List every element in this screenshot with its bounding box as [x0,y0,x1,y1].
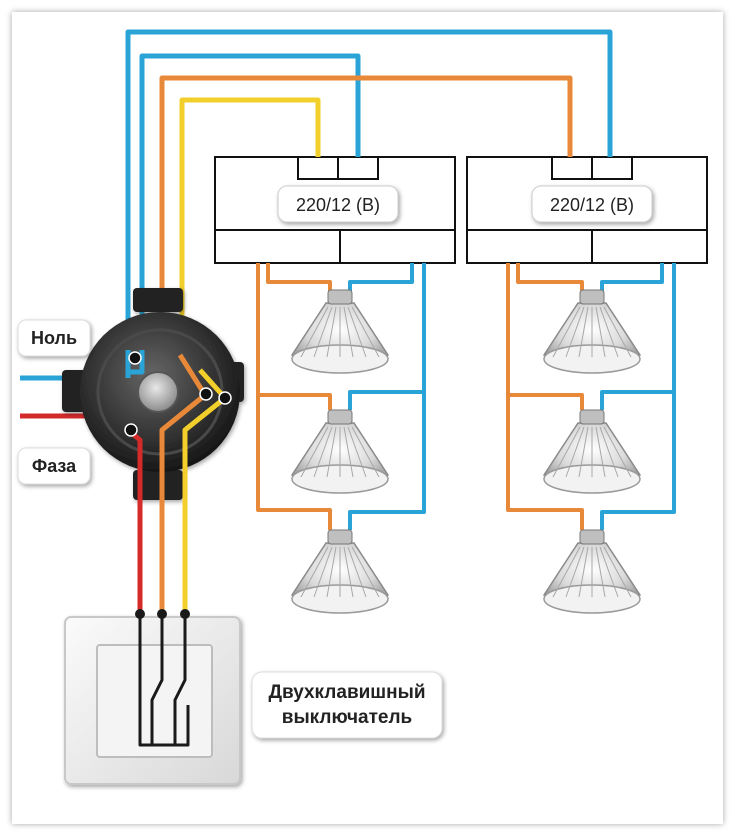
label-switch-line1: Двухклавишный [268,682,425,703]
halogen-lamp-5 [542,409,642,494]
label-phase-text: Фаза [32,456,77,476]
transformer-1-rating-badge: 220/12 (В) [277,185,399,223]
halogen-lamp-6 [542,529,642,614]
transformer-2-rating: 220/12 (В) [550,195,634,215]
halogen-lamp-1 [290,289,390,374]
junction-terminals [124,351,232,437]
halogen-lamp-2 [290,409,390,494]
neutral-wire-to-transformer-2 [125,29,613,350]
label-neutral-text: Ноль [31,328,77,348]
lamp-wires-group-1 [256,263,426,530]
halogen-lamps [290,289,642,614]
transformer-2-rating-badge: 220/12 (В) [531,185,653,223]
halogen-lamp-4 [542,289,642,374]
junction-internal-wires [125,350,227,612]
double-switch [64,609,241,785]
halogen-lamp-3 [290,529,390,614]
lamp-wires-group-2 [506,263,676,530]
label-neutral: Ноль [17,319,91,357]
transformer-1-rating: 220/12 (В) [296,195,380,215]
label-phase: Фаза [17,447,91,485]
junction-box [62,288,244,500]
neutral-wire-to-transformer-1 [139,53,361,350]
label-switch: Двухклавишный выключатель [251,671,443,739]
label-switch-line2: выключатель [282,707,412,728]
